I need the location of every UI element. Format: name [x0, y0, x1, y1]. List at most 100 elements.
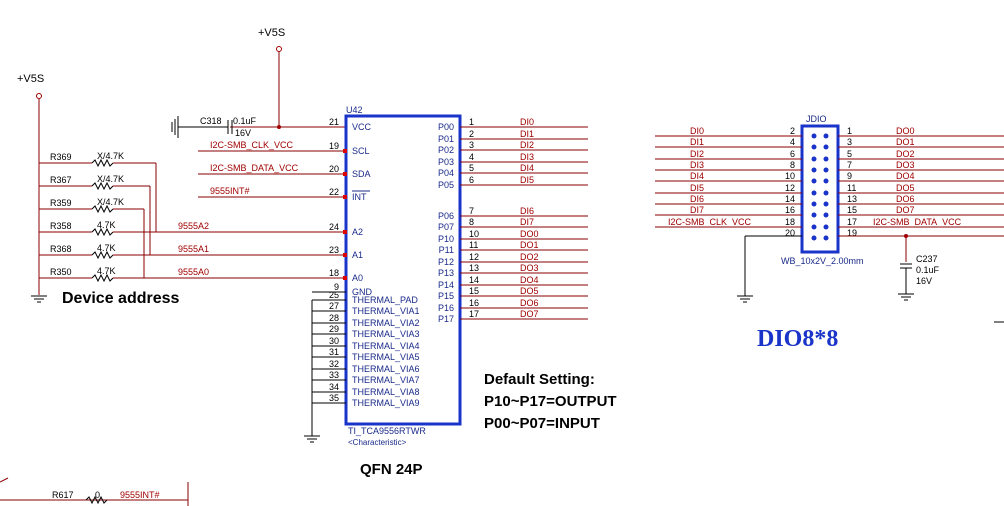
header-part: WB_10x2V_2.00mm	[781, 256, 864, 266]
ic-pin-number: 28	[329, 313, 339, 323]
net-label: DI5	[690, 183, 704, 193]
dio-title: DIO8*8	[757, 326, 838, 352]
net-label: DI6	[520, 206, 534, 216]
r617-net: 9555INT#	[120, 490, 160, 500]
ic-pin-number: 20	[329, 164, 339, 174]
ic-pin-name: GND	[352, 287, 373, 297]
ic-pin-name: THERMAL_VIA9	[352, 398, 420, 408]
ic-pin-number: 4	[469, 152, 474, 162]
net-label: DO6	[520, 298, 539, 308]
pin-marker	[343, 195, 347, 199]
header-pin-number: 20	[785, 228, 795, 238]
c237-value: 0.1uF	[916, 265, 940, 275]
ic-pin-name: INT	[352, 192, 367, 202]
header-pin-number: 14	[785, 194, 795, 204]
ic-pin-name: THERMAL_VIA5	[352, 352, 420, 362]
header-pin-number: 6	[790, 149, 795, 159]
header-pin-dot	[823, 178, 829, 184]
pin-marker	[343, 230, 347, 234]
header-pin-number: 8	[790, 160, 795, 170]
header-pin-dot	[811, 167, 817, 173]
net-label: DI4	[690, 171, 704, 181]
ic-pin-number: 30	[329, 336, 339, 346]
junction	[277, 125, 281, 129]
header-pin-dot	[823, 212, 829, 218]
header-pin-number: 15	[847, 205, 857, 215]
ic-pin-number: 12	[469, 252, 479, 262]
ic-pin-name: THERMAL_VIA8	[352, 387, 420, 397]
header-pin-number: 5	[847, 149, 852, 159]
header-pin-dot	[811, 235, 817, 241]
ic-sub: <Characteristic>	[348, 438, 407, 447]
header-pin-dot	[811, 144, 817, 150]
net-label: DI7	[690, 205, 704, 215]
capacitor-c318: C318 0.1uF 16V	[171, 116, 257, 138]
power-port-left	[36, 93, 42, 99]
res-value: X/4.7K	[97, 174, 124, 184]
ground-symbol	[737, 295, 753, 303]
ic-pin-name: P15	[438, 291, 454, 301]
default-setting-line3: P00~P07=INPUT	[484, 415, 600, 432]
ic-pin-name: THERMAL_VIA1	[352, 306, 420, 316]
net-label: I2C-SMB_DATA_VCC	[873, 217, 962, 227]
header-pin-number: 12	[785, 183, 795, 193]
ic-pin-number: 32	[329, 359, 339, 369]
net-label: DO1	[896, 137, 915, 147]
ic-pin-name: A2	[352, 227, 363, 237]
c318-ref: C318	[200, 116, 222, 126]
pin-marker	[343, 276, 347, 280]
header-pin-dot	[811, 190, 817, 196]
net-label: DO1	[520, 240, 539, 250]
net-label: I2C-SMB_CLK_VCC	[668, 217, 752, 227]
ic-pin-number: 18	[329, 268, 339, 278]
net-label: DO4	[896, 171, 915, 181]
net-label: DO3	[896, 160, 915, 170]
ic-pin-number: 10	[469, 229, 479, 239]
header-pin-dot	[823, 201, 829, 207]
net-label: DI1	[520, 129, 534, 139]
header-pin-dot	[823, 144, 829, 150]
ic-pin-name: THERMAL_VIA7	[352, 375, 420, 385]
ic-pin-name: VCC	[352, 122, 372, 132]
net-label: DI4	[520, 163, 534, 173]
r617-value: 0	[95, 490, 100, 500]
res-ref: R368	[50, 244, 72, 254]
net-label: DI2	[520, 140, 534, 150]
c318-value: 0.1uF	[233, 116, 257, 126]
ic-pin-number: 9	[334, 282, 339, 292]
ground-symbol	[304, 435, 320, 443]
ic-pin-number: 3	[469, 140, 474, 150]
res-ref: R358	[50, 221, 72, 231]
ic-pin-name: A0	[352, 273, 363, 283]
ic-u42-body[interactable]	[344, 114, 462, 426]
header-pin-dot	[823, 235, 829, 241]
header-pin-number: 3	[847, 137, 852, 147]
ground-symbol	[31, 295, 47, 303]
header-pin-number: 4	[790, 137, 795, 147]
c237-volt: 16V	[916, 276, 932, 286]
header-jdio-body[interactable]	[800, 124, 840, 254]
ic-part: TI_TCA9556RTWR	[348, 426, 426, 436]
ic-pin-number: 5	[469, 163, 474, 173]
ic-pin-name: THERMAL_PAD	[352, 295, 418, 305]
net-label: DI3	[690, 160, 704, 170]
net-label: DO3	[520, 263, 539, 273]
ic-pin-name: P13	[438, 268, 454, 278]
net-label: 9555A0	[178, 267, 209, 277]
net-label: DO2	[896, 149, 915, 159]
ic-pin-number: 31	[329, 347, 339, 357]
net-label: DO5	[520, 286, 539, 296]
capacitor-c237	[898, 263, 914, 301]
net-label: DI1	[690, 137, 704, 147]
pin-marker	[343, 253, 347, 257]
header-pin-number: 7	[847, 160, 852, 170]
ic-pin-number: 23	[329, 245, 339, 255]
ic-pin-name: P14	[438, 280, 454, 290]
header-pin-dot	[823, 167, 829, 173]
ic-pin-name: P07	[438, 222, 454, 232]
header-pin-number: 13	[847, 194, 857, 204]
power-label-v5s-left: +V5S	[17, 73, 44, 85]
pin-marker	[343, 149, 347, 153]
ic-ref: U42	[346, 105, 363, 115]
